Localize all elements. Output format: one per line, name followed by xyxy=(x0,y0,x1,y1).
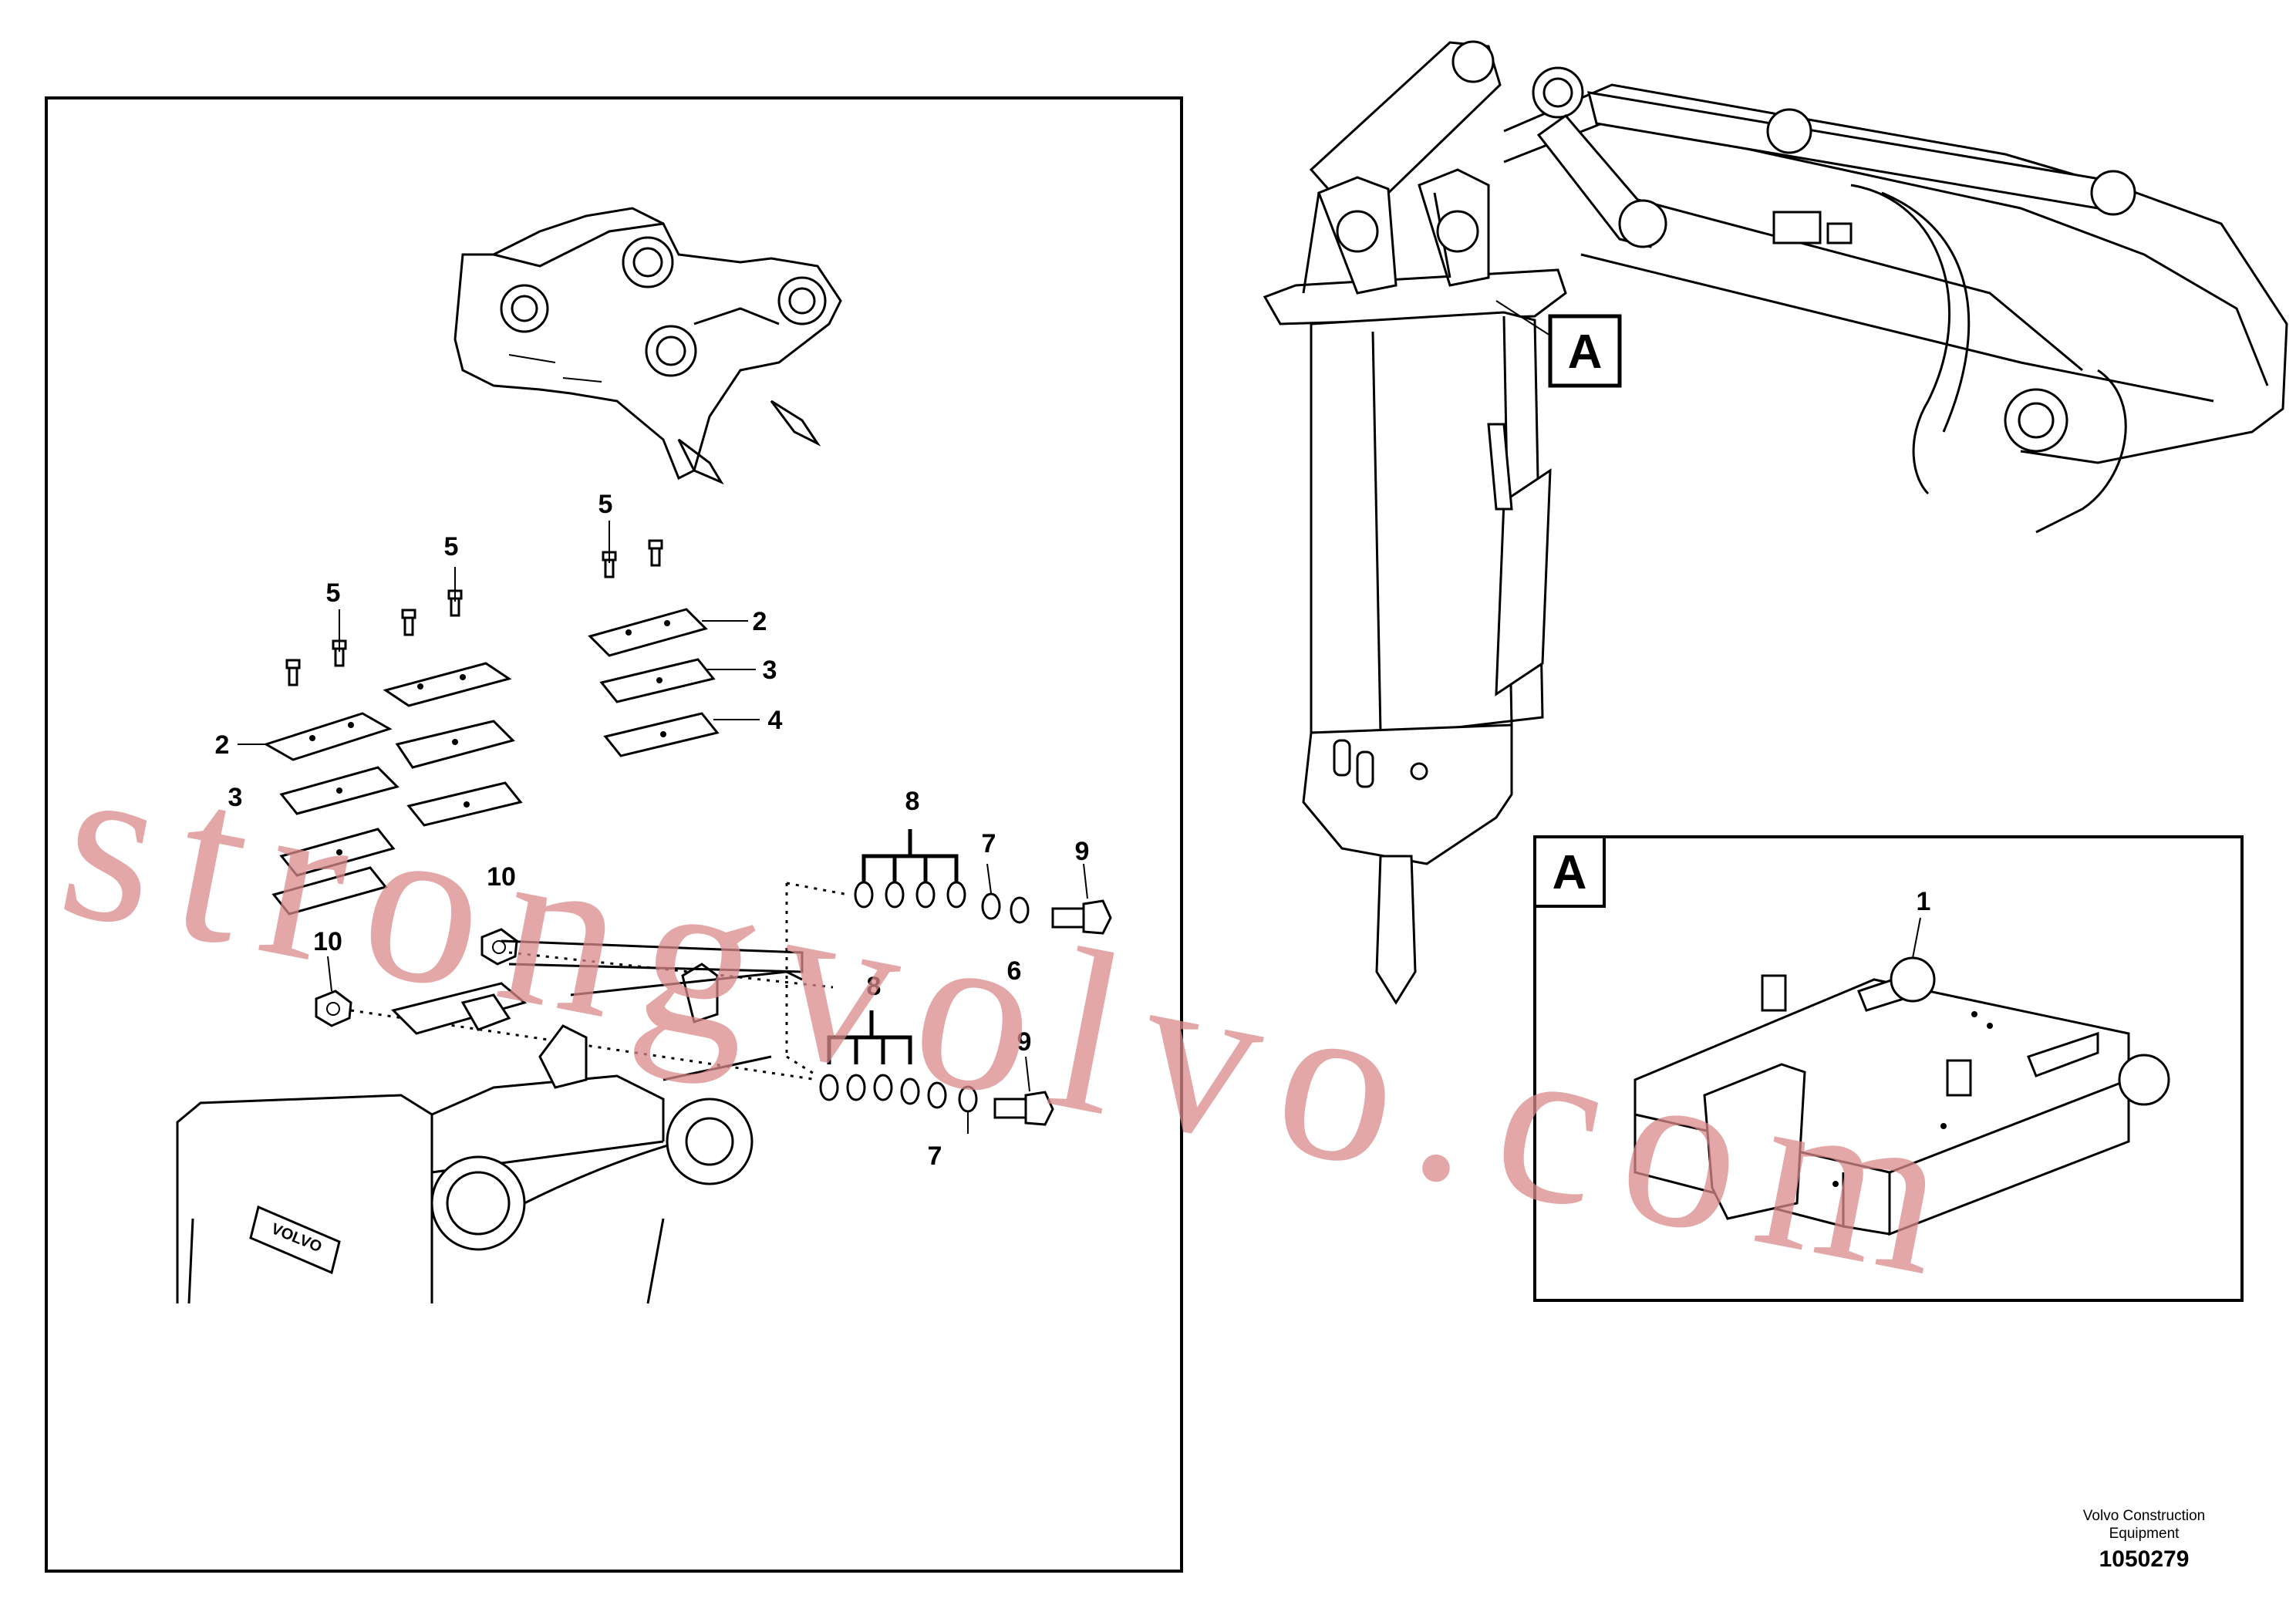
footer-company-line2: Equipment xyxy=(2109,1526,2180,1542)
callout-2-left: 2 xyxy=(215,730,230,760)
callout-6: 6 xyxy=(1007,956,1022,986)
exploded-view-frame xyxy=(45,96,1183,1573)
quick-coupler-bracket xyxy=(453,207,842,485)
boom-and-hammer xyxy=(1263,40,2288,1005)
washer-stack-lower xyxy=(819,1010,978,1134)
detail-a-label-text: A xyxy=(1553,846,1587,899)
wear-plates xyxy=(263,608,720,916)
callout-3-left: 3 xyxy=(228,783,243,812)
detail-label-box: A xyxy=(1548,314,1622,388)
callout-7-lower: 7 xyxy=(928,1141,942,1171)
callout-7-upper: 7 xyxy=(982,829,996,858)
callout-10-lower: 10 xyxy=(313,927,342,956)
callout-8-lower: 8 xyxy=(867,972,882,1001)
callout-5-a: 5 xyxy=(326,578,341,608)
callout-8-upper: 8 xyxy=(905,787,920,816)
detail-a-frame xyxy=(1533,835,2244,1302)
bolt-lower xyxy=(993,1056,1054,1126)
boom-tip-assembly: VOLVO xyxy=(176,939,804,1304)
callout-5-b: 5 xyxy=(444,532,459,561)
footer-company-line1: Volvo Construction xyxy=(2082,1508,2206,1524)
callout-9-upper: 9 xyxy=(1075,837,1090,866)
nut-lower xyxy=(315,956,352,1027)
bolt-upper xyxy=(1051,863,1112,935)
callout-1: 1 xyxy=(1917,887,1931,916)
detail-label-text: A xyxy=(1568,325,1603,379)
callout-numbers: 1 2 2 3 3 4 5 5 5 6 7 7 8 8 9 9 10 10 xyxy=(215,490,1931,1171)
callout-9-lower: 9 xyxy=(1017,1027,1032,1057)
detail-a-corner-label: A xyxy=(1533,835,1606,908)
callout-4: 4 xyxy=(768,706,783,735)
callout-5-c: 5 xyxy=(598,490,613,519)
mounting-bracket-item-1 xyxy=(1633,917,2170,1236)
callout-3-right: 3 xyxy=(763,656,777,685)
plate-leader-lines xyxy=(238,521,760,745)
screws-item-5 xyxy=(285,539,663,686)
nut-upper xyxy=(480,928,518,966)
footer-drawing-number: 1050279 xyxy=(2099,1546,2190,1572)
callout-10-upper: 10 xyxy=(487,862,516,892)
washer-stack-upper xyxy=(854,829,1030,924)
callout-2-right: 2 xyxy=(753,607,767,636)
